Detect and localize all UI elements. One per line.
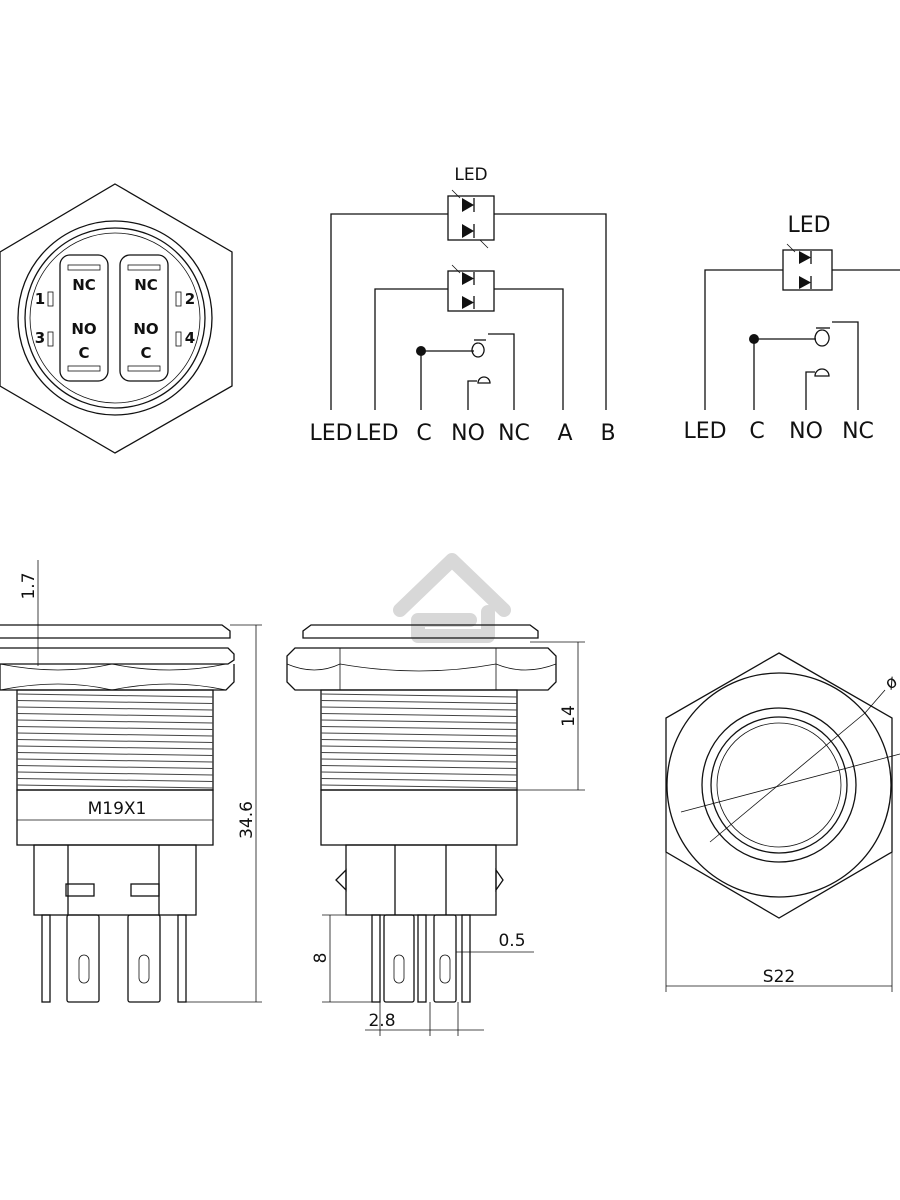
thread-line: [320, 745, 518, 750]
schematic-b-terminal-c: C: [749, 419, 764, 444]
thread-line: [320, 726, 518, 730]
thread-line: [16, 700, 214, 704]
thread-line: [320, 719, 518, 724]
thread-line: [320, 784, 518, 789]
thread-line: [320, 693, 518, 698]
dim-pin-length: 8: [311, 953, 331, 964]
thread-line: [320, 752, 518, 756]
thread-line: [320, 765, 518, 769]
dim-pin-thickness: 0.5: [498, 931, 525, 951]
terminal-a: A: [557, 421, 572, 446]
thread-line: [16, 784, 214, 789]
thread-line: [16, 726, 214, 730]
schematic-b: LED LED C NO NC: [683, 213, 900, 444]
back-contact-c-right: C: [140, 344, 151, 362]
thread-line: [320, 778, 518, 782]
thread-line: [16, 758, 214, 763]
front-view: ø S22: [665, 652, 900, 992]
terminal-b: B: [600, 421, 615, 446]
pin-label-3: 3: [35, 329, 45, 347]
thread-line: [320, 732, 518, 737]
back-contact-no-left: NO: [71, 320, 96, 338]
thread-line: [16, 752, 214, 756]
back-contact-no-right: NO: [133, 320, 158, 338]
schematic-a-terminal-labels: LED LED C NO NC A B: [309, 421, 615, 446]
terminal-no: NO: [451, 421, 485, 446]
schematic-b-led-label: LED: [787, 213, 830, 238]
thread-line: [16, 732, 214, 737]
side-view-side: 14 8 2.8 0.5: [286, 624, 585, 1036]
dim-flange-thickness: 1.7: [19, 572, 39, 599]
thread-line: [320, 700, 518, 704]
thread-line: [320, 771, 518, 776]
dim-pin-pitch: 2.8: [368, 1011, 395, 1031]
schematic-b-terminal-no: NO: [789, 419, 823, 444]
schematic-b-terminal-led: LED: [683, 419, 726, 444]
thread-line: [320, 713, 518, 717]
schematic-b-terminal-nc: NC: [842, 419, 874, 444]
thread-line: [16, 771, 214, 776]
thread-line: [320, 739, 518, 743]
pin-label-4: 4: [185, 329, 195, 347]
back-contact-nc-right: NC: [134, 276, 158, 294]
thread-line: [16, 739, 214, 743]
dim-hex-size: S22: [763, 967, 795, 987]
pin-label-1: 1: [35, 290, 45, 308]
schematic-a: LED LED LED C NO NC A: [309, 165, 615, 446]
thread-line: [16, 719, 214, 724]
house-logo-icon: [393, 553, 511, 643]
schematic-a-led-label: LED: [454, 165, 487, 185]
thread-line: [320, 706, 518, 711]
thread-line: [16, 693, 214, 698]
side-view-front: 1.7 M19X1 34.6: [0, 560, 262, 1003]
terminal-nc: NC: [498, 421, 530, 446]
back-contact-nc-left: NC: [72, 276, 96, 294]
thread-line: [16, 778, 214, 782]
thread-line: [16, 713, 214, 717]
thread-line: [320, 758, 518, 763]
thread-line: [16, 745, 214, 750]
dim-thread: M19X1: [88, 799, 147, 819]
back-view: NC NO C NC NO C 1 2 3 4: [0, 183, 233, 454]
terminal-led-1: LED: [309, 421, 352, 446]
terminal-led-2: LED: [355, 421, 398, 446]
thread-line: [16, 765, 214, 769]
dim-overall-length: 34.6: [237, 801, 257, 839]
dim-thread-length: 14: [559, 705, 579, 727]
thread-line: [16, 706, 214, 711]
back-contact-c-left: C: [78, 344, 89, 362]
pin-label-2: 2: [185, 290, 195, 308]
terminal-c: C: [416, 421, 431, 446]
